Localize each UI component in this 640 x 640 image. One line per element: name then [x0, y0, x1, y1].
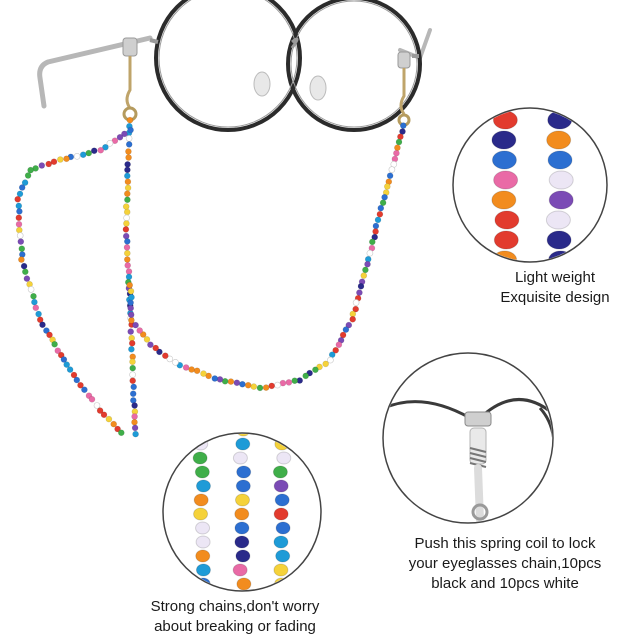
caption-lightweight-line1: Light weight: [514, 269, 596, 286]
beaded-chain-icon: [14, 116, 407, 438]
caption-spring-line3: black and 10pcs white: [431, 575, 579, 592]
caption-strong-line2: about breaking or fading: [154, 618, 316, 635]
caption-strong-line1: Strong chains,don't worry: [150, 598, 320, 615]
caption-spring-line1: Push this spring coil to lock: [414, 535, 596, 552]
clasp-left: [122, 37, 138, 122]
caption-lightweight-line2: Exquisite design: [500, 289, 610, 306]
clasp-right: [397, 51, 411, 127]
caption-strong-chain: Strong chains,don't worry about breaking…: [130, 597, 340, 637]
caption-spring-coil: Push this spring coil to lock your eyegl…: [380, 534, 630, 594]
eyeglasses-icon: [37, 0, 432, 132]
bead-closeup-icon: [452, 107, 608, 263]
spring-coil-closeup-icon: [382, 352, 554, 524]
bead-strands-closeup-icon: [162, 432, 322, 592]
caption-lightweight: Light weight Exquisite design: [470, 268, 640, 308]
caption-spring-line2: your eyeglasses chain,10pcs: [408, 555, 602, 572]
